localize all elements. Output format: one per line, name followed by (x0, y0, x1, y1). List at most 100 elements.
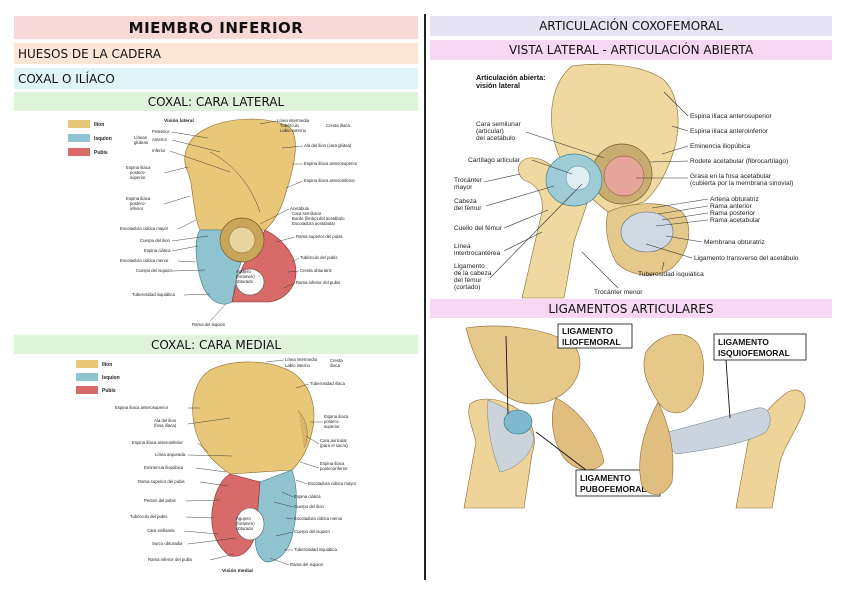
joint-lig-cabeza-l4: (cortado) (454, 284, 480, 291)
joint-membrana-obturatriz (620, 211, 674, 253)
med-linea-intermedia: Línea intermedia (285, 357, 318, 362)
lat-esp-post-sup-l2: postero- (130, 170, 146, 175)
joint-lig-cabeza-l2: de la cabeza (454, 270, 492, 277)
joint-tuberosidad-isquiatica: Tuberosidad isquiática (638, 271, 704, 278)
joint-trocanter-menor: Trocánter menor (594, 289, 643, 296)
lig-isquio-box (713, 333, 807, 361)
med-escotadura-ciatica-mayor: Escotadura ciática mayor (308, 481, 357, 486)
lat-esp-post-inf-l1: Espina ilíaca (126, 196, 151, 201)
med-pecten: Pecten del pubis (144, 498, 176, 503)
joint-grasa-l1: Grasa en la fosa acetabular (690, 173, 772, 180)
med-esp-post-inf-l1: Espina ilíaca (320, 461, 345, 466)
lig-ilio-box (557, 323, 633, 349)
joint-leader-lines (483, 91, 709, 289)
legend-pubis-medial: Pubis (102, 388, 116, 394)
lig-isquio-l1: LIGAMENTO (718, 337, 769, 347)
joint-membrana-obturatriz-label: Membrana obturatriz (704, 239, 765, 246)
lat-esp-post-inf-l3: inferior (130, 206, 144, 211)
lig-ilio-l2: ILIOFEMORAL (562, 337, 621, 347)
lat-esp-post-sup-l3: superior (130, 175, 146, 180)
med-rama-inferior-pubis: Rama inferior del pubis (148, 557, 192, 562)
med-eminencia: Eminencia iliopúbica (144, 465, 184, 470)
med-rama-superior-pubis: Rama superior del pubis (138, 479, 185, 484)
lat-escotadura-ciatica-menor: Escotadura ciática menor (120, 258, 169, 263)
med-espina-ciatica: Espina ciática (294, 494, 321, 499)
lat-espina-ciatica: Espina ciática (144, 248, 171, 253)
med-ala-ilion-l1: Ala del ilion (154, 418, 177, 423)
med-cresta-l2: ilíaca (330, 363, 341, 368)
section-coxal-text: COXAL O ILÍACO (18, 71, 115, 86)
med-cuerpo-isquion: Cuerpo del isquion (294, 529, 330, 534)
lig-right-isquion (639, 401, 674, 495)
med-tuberosidad-isquiatica: Tuberosidad isquiática (294, 547, 337, 552)
joint-title-l2: visión lateral (476, 81, 520, 90)
fosa-acetabular (228, 226, 256, 254)
med-rama-isquion: Rama del isquion (290, 562, 324, 567)
med-escotadura-ciatica-menor: Escotadura ciática menor (294, 516, 343, 521)
medial-subtitle: Visión medial (222, 568, 253, 574)
joint-lig-cabeza-l1: Ligamento (454, 263, 485, 270)
section-vista-lateral: VISTA LATERAL - ARTICULACIÓN ABIERTA (430, 40, 832, 60)
joint-rama-acetabular: Rama acetabular (710, 217, 761, 224)
page-title-text: MIEMBRO INFERIOR (128, 18, 304, 37)
lat-cara-semilunar: Cara semilunar (292, 211, 322, 216)
med-cara-auricular-l2: (para el sacro) (320, 443, 348, 448)
lat-linea-intermedia: Línea intermedia (277, 118, 310, 123)
page-title: MIEMBRO INFERIOR (14, 16, 418, 39)
joint-title-l1: Articulación abierta: (476, 73, 546, 82)
lat-rama-inferior-pubis: Rama inferior del pubis (296, 280, 340, 285)
med-cuerpo-ilion: Cuerpo del ilion (294, 504, 324, 509)
ilion-bone (184, 118, 296, 231)
med-agujero-l3: obturado (236, 526, 254, 531)
legend-swatch-isquion-medial (76, 373, 98, 381)
joint-trocanter-mayor-l1: Trocánter (454, 177, 483, 184)
lig-ilio-l1: LIGAMENTO (562, 326, 613, 336)
ilion-bone-medial (192, 361, 315, 475)
section-ligamentos-text: LIGAMENTOS ARTICULARES (548, 301, 714, 316)
med-esp-post-sup-l3: superior (324, 424, 340, 429)
lat-cuerpo-isquion: Cuerpo del isquion (136, 268, 172, 273)
joint-eminencia: Eminencia iliopúbica (690, 143, 750, 150)
joint-cabeza-l1: Cabeza (454, 198, 477, 205)
lat-espina-ant-inf: Espina ilíaca anteroinferior (304, 178, 355, 183)
joint-open-figure: Articulación abierta: visión lateral Car… (454, 63, 799, 299)
medial-leader-lines (183, 359, 323, 566)
lig-ilio-pointer (505, 335, 509, 415)
joint-cara-sem-l2: (articular) (476, 128, 504, 135)
lat-esp-post-inf-l2: postero- (130, 201, 146, 206)
section-articulacion-text: ARTICULACIÓN COXOFEMORAL (539, 19, 723, 33)
lat-posterior: Posterior (152, 129, 170, 134)
joint-rodete: Rodete acetabular (fibrocartílago) (690, 158, 788, 165)
legend-pubis: Pubis (94, 150, 108, 156)
med-agujero-l1: Agujero (236, 516, 251, 521)
lat-lineas-l2: glúteas (134, 140, 148, 145)
section-cara-medial-text: COXAL: CARA MEDIAL (150, 337, 282, 352)
cara-auricular (297, 409, 308, 449)
lig-left-cabeza (503, 409, 533, 435)
joint-lig-transverso: Ligamento transverso del acetábulo (694, 255, 799, 262)
joint-arteria-obturatriz: Arteria obturatriz (710, 196, 759, 203)
lig-pubo-pointer (535, 431, 587, 471)
med-espina-ant-inf: Espina ilíaca anteroinferior (132, 440, 183, 445)
linea-glutea (209, 151, 261, 213)
isquion-bone-medial (255, 469, 297, 563)
joint-cartilago (565, 165, 591, 191)
lat-cuerpo-ilion: Cuerpo del ilion (140, 238, 170, 243)
lat-acetabulo: Acetábulo (290, 206, 310, 211)
med-ala-ilion-l2: (fosa ilíaca) (154, 423, 177, 428)
legend-ilion: Ilion (94, 122, 104, 128)
lat-escotadura-ciatica-mayor: Escotadura ciática mayor (120, 226, 169, 231)
lig-right-femur (735, 389, 806, 509)
lat-rama-superior-pubis: Rama superior del pubis (296, 234, 343, 239)
joint-linea-inter-l1: Línea (454, 243, 471, 250)
agujero-obturado-medial (235, 507, 265, 541)
lig-pubo-l1: LIGAMENTO (580, 473, 631, 483)
lat-borde-acetabulo: Borde (limbo) del acetábulo (292, 216, 345, 221)
section-ligamentos: LIGAMENTOS ARTICULARES (430, 299, 832, 318)
med-linea-arqueada: Línea arqueada (155, 452, 186, 457)
lig-left-pubis (551, 397, 605, 471)
lat-anterior: Anterior (152, 137, 168, 142)
joint-lig-cabeza-l3: del fémur (454, 277, 482, 284)
legend-swatch-ilion (68, 120, 90, 128)
coxal-lateral-figure: Ilion Isquion Pubis Visión lateral Línea… (68, 118, 358, 327)
